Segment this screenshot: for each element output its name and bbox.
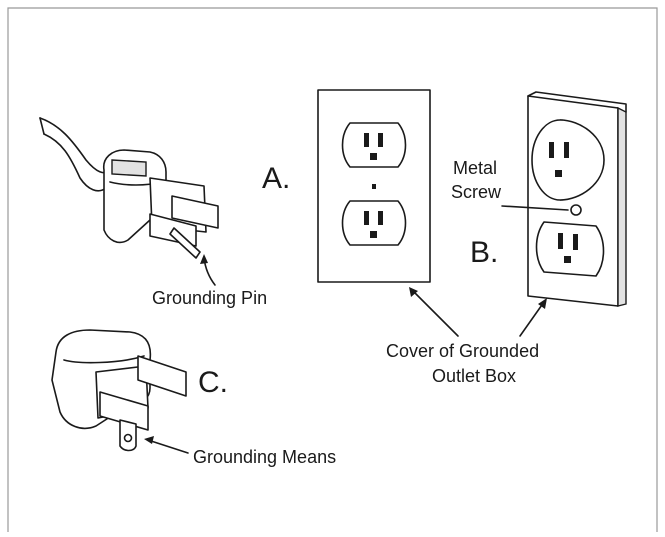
label-metal: Metal — [453, 158, 497, 178]
outlet-b-illustration — [501, 91, 627, 307]
three-prong-plug-illustration — [39, 117, 219, 286]
label-b: B. — [470, 236, 498, 269]
figure-frame — [7, 7, 658, 532]
label-grounding-pin: Grounding Pin — [152, 288, 267, 308]
label-grounding-means: Grounding Means — [193, 447, 336, 467]
label-c: C. — [198, 366, 228, 399]
label-a: A. — [262, 162, 290, 195]
label-cover-line1: Cover of Grounded — [386, 341, 539, 361]
label-cover-line2: Outlet Box — [432, 366, 516, 386]
adapter-plug-illustration — [51, 329, 189, 454]
outlet-a-illustration — [317, 89, 431, 283]
label-screw: Screw — [451, 182, 502, 202]
